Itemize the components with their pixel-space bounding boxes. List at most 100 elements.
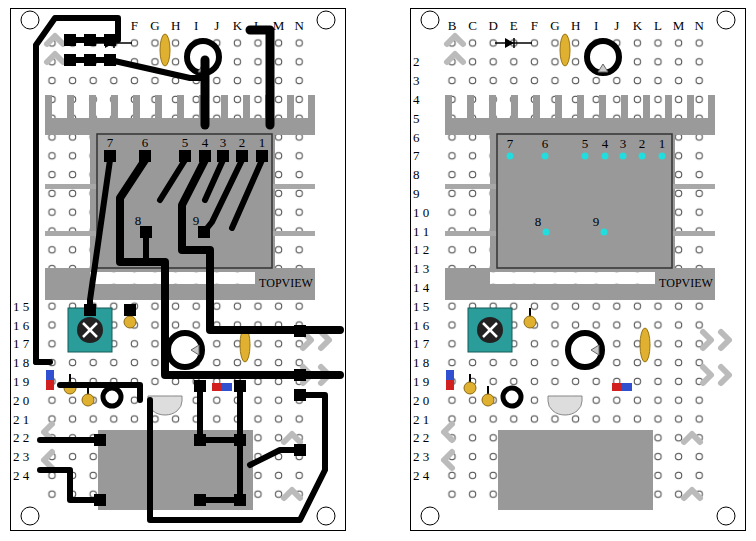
board-graphic: [250, 450, 300, 465]
column-letter: M: [273, 19, 285, 32]
column-letter: M: [673, 19, 685, 32]
view-note: TOPVIEW: [259, 277, 313, 289]
board-graphic: [232, 160, 262, 228]
column-letter: C: [468, 19, 477, 32]
column-letter: N: [295, 19, 304, 32]
pin-number: 5: [182, 136, 189, 149]
column-letter: B: [448, 19, 457, 32]
column-letter: H: [571, 19, 580, 32]
board-graphic: [120, 160, 340, 375]
row-number: 9: [413, 187, 420, 200]
row-number: 2 2: [13, 431, 29, 444]
column-letter: K: [633, 19, 642, 32]
row-number: 2 0: [413, 394, 429, 407]
board-graphic: [198, 226, 210, 238]
board-graphic: [256, 150, 268, 162]
pin-number: 3: [620, 137, 627, 150]
pin-number: 4: [602, 137, 609, 150]
board-graphic: [84, 304, 96, 316]
row-number: 7: [413, 149, 420, 162]
row-number: 2 3: [413, 450, 429, 463]
board-graphic: [194, 434, 206, 446]
board-graphic: [717, 11, 735, 29]
mounting-hole: [21, 11, 335, 525]
board-graphic: [234, 494, 246, 506]
board-graphic: [317, 11, 335, 29]
column-letter: L: [654, 19, 662, 32]
board-graphic: [582, 153, 589, 160]
pin-number: 2: [239, 136, 246, 149]
board-graphic: [234, 434, 246, 446]
row-number: 2 2: [413, 431, 429, 444]
column-letter: G: [550, 19, 559, 32]
pin-number: 1: [259, 136, 266, 149]
pin-number: 9: [193, 214, 200, 227]
pin-number: 7: [107, 136, 114, 149]
row-number: 2 3: [13, 450, 29, 463]
board-graphic: [182, 160, 340, 330]
board-graphic: [194, 494, 206, 506]
board-graphic: [201, 60, 210, 125]
board-outline: [411, 9, 746, 531]
board-graphic: [90, 160, 110, 310]
row-number: 8: [413, 168, 420, 181]
board-graphic: [234, 380, 246, 392]
row-number: 1 9: [413, 375, 429, 388]
row-number: 2 0: [13, 394, 29, 407]
row-number: 1 0: [413, 206, 429, 219]
board-graphic: [140, 226, 152, 238]
board-graphic: [421, 11, 439, 29]
board-graphic: [507, 153, 514, 160]
row-number: 2: [413, 55, 420, 68]
board-graphic: [21, 507, 39, 525]
pin-number: 8: [135, 214, 142, 227]
board-graphic: [639, 153, 646, 160]
row-number: 1 6: [13, 319, 29, 332]
board-graphic: [36, 18, 118, 362]
row-number: 5: [413, 112, 420, 125]
row-number: 1 8: [13, 356, 29, 369]
row-number: 4: [413, 93, 420, 106]
board-graphic: [143, 236, 149, 258]
column-letter: F: [131, 19, 138, 32]
row-number: 2 1: [413, 413, 429, 426]
board-graphic: [139, 150, 151, 162]
pin-number: 4: [202, 136, 209, 149]
pin-dot: [507, 153, 666, 236]
board-graphic: [421, 507, 439, 525]
board-graphic: [542, 153, 549, 160]
pin-number: 7: [507, 137, 514, 150]
pin-number: 1: [659, 137, 666, 150]
solder-pad: [64, 34, 306, 506]
row-number: 1 1: [413, 225, 429, 238]
column-letter: J: [614, 19, 619, 32]
board-graphic: [199, 150, 211, 162]
component-layout: [444, 34, 729, 510]
row-number: 3: [413, 74, 420, 87]
row-number: 1 9: [13, 375, 29, 388]
board-graphic: [160, 160, 185, 200]
column-letter: N: [695, 19, 704, 32]
board-graphic: [104, 54, 116, 66]
row-number: 1 5: [413, 300, 429, 313]
row-number: 2 4: [413, 469, 429, 482]
board-graphic: [602, 153, 609, 160]
column-letter: E: [510, 19, 518, 32]
pin-number: 9: [593, 215, 600, 228]
pin-number: 2: [639, 137, 646, 150]
board-graphic: [194, 380, 206, 392]
board-graphic: [104, 34, 116, 46]
pin-number: 8: [535, 215, 542, 228]
mounting-hole: [421, 11, 735, 525]
board-graphic: [124, 304, 136, 316]
column-letter: H: [171, 19, 180, 32]
row-number: 1 6: [413, 319, 429, 332]
row-number: 1 2: [413, 243, 429, 256]
column-letter: I: [594, 19, 598, 32]
board-graphic: [40, 437, 100, 443]
board-graphic: [543, 229, 550, 236]
pin-number: 6: [142, 136, 149, 149]
